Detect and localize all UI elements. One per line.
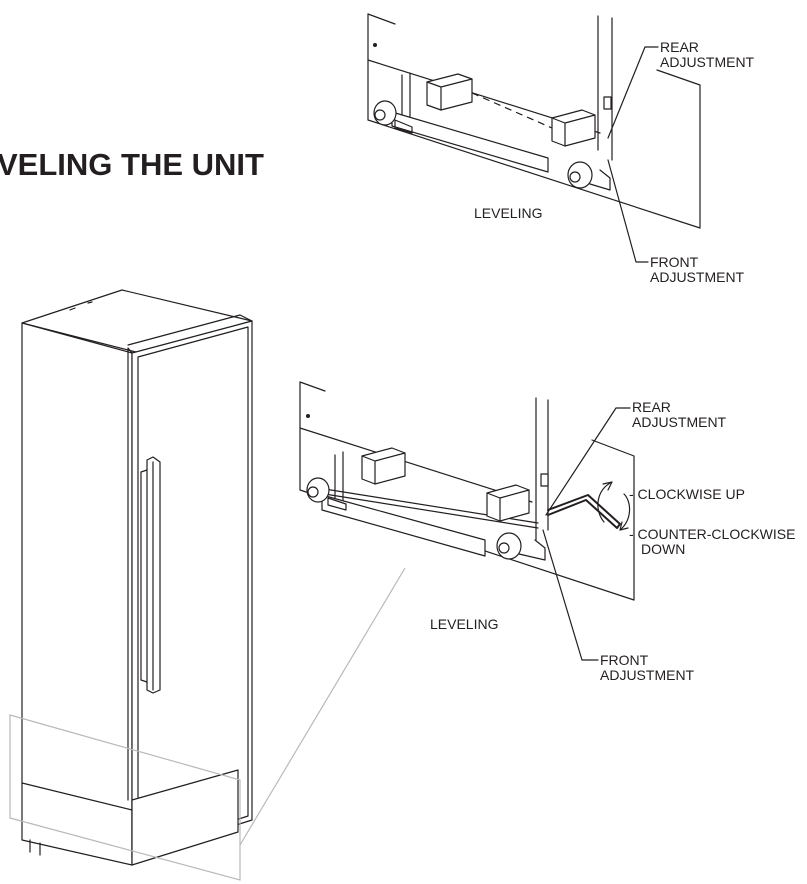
- cabinet-door: [131, 320, 253, 859]
- section-title: VELING THE UNIT: [0, 147, 264, 182]
- top-wheel-right: [567, 161, 611, 191]
- bottom-wheel-left: [306, 477, 347, 511]
- bottom-rail-bar: [321, 494, 486, 557]
- bottom-leveling-caption: LEVELING: [430, 616, 498, 632]
- bottom-panel-outline: [299, 381, 635, 601]
- top-rail-bar: [391, 111, 549, 173]
- top-rear-leader: [607, 46, 659, 139]
- zoom-callout-line: [239, 567, 406, 846]
- cabinet-side: [21, 322, 133, 866]
- top-wheel-left: [373, 100, 413, 134]
- bottom-rear-leader: [545, 407, 631, 516]
- bottom-wheel-right: [496, 532, 546, 561]
- top-panel-outline: [367, 13, 701, 229]
- zoom-region-outline: [9, 714, 241, 881]
- top-leveling-caption: LEVELING: [474, 205, 542, 221]
- top-leveling-block-right: [551, 109, 596, 147]
- allen-wrench: [547, 494, 621, 529]
- door-handle: [140, 456, 161, 694]
- bottom-leveling-block-right: [486, 484, 530, 522]
- cabinet-base: [131, 769, 239, 866]
- bottom-front-leader: [542, 529, 599, 661]
- top-leveling-block-left: [426, 73, 473, 111]
- counter-clockwise-arrow: [619, 493, 631, 531]
- top-front-leader: [607, 159, 649, 263]
- bottom-leveling-block-left: [361, 447, 406, 485]
- refrigerator-cabinet: [9, 289, 406, 881]
- clockwise-arrow: [597, 481, 613, 523]
- clockwise-up-label: - CLOCKWISE UP: [629, 486, 745, 502]
